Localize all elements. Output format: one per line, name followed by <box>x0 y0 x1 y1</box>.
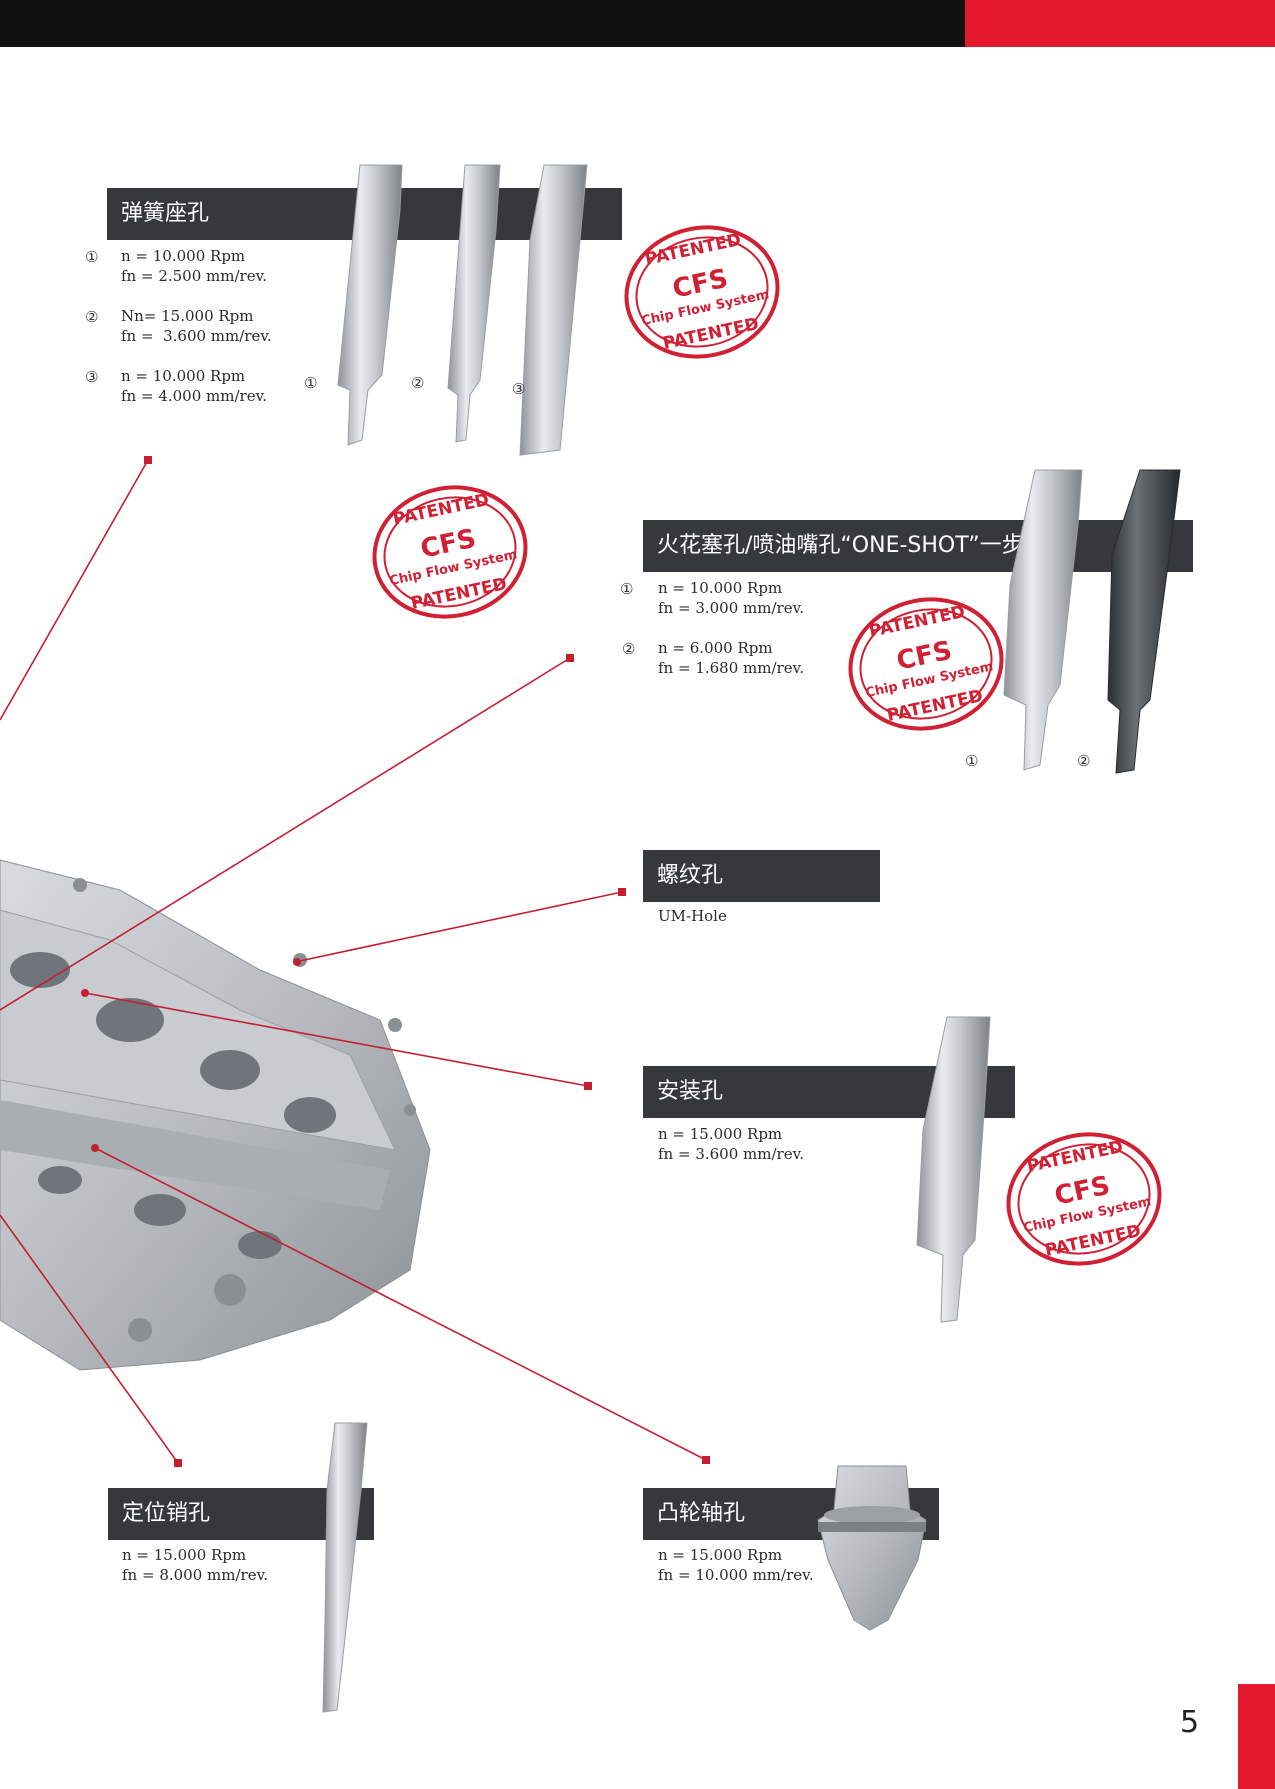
index-marker: ① <box>620 580 634 598</box>
index-marker: ② <box>622 640 636 658</box>
thread-hole-subtitle: UM-Hole <box>658 907 727 925</box>
corner-accent <box>1238 1684 1275 1789</box>
section-title: 火花塞孔/喷油嘴孔“ONE-SHOT”一步加工 <box>657 533 1068 558</box>
index-marker: ③ <box>85 368 99 386</box>
spec-line: fn = 2.500 mm/rev. <box>121 267 268 285</box>
index-marker: ② <box>85 308 99 326</box>
section-title: 凸轮轴孔 <box>657 1501 746 1526</box>
spec-line: n = 15.000 Rpm <box>658 1546 783 1564</box>
index-marker: ① <box>85 248 99 266</box>
page-number: 5 <box>1180 1705 1200 1740</box>
spec-line: fn = 3.600 mm/rev. <box>658 1145 805 1163</box>
section-title: 安装孔 <box>657 1079 724 1104</box>
cylinder-head-image <box>0 859 431 1371</box>
top-bar-red <box>965 0 1275 47</box>
camshaft-hole-tool-image <box>817 1465 927 1631</box>
patented-stamp: PATENTED CFS Chip Flow System PATENTED <box>1006 1132 1162 1266</box>
tool-label: ① <box>304 374 318 392</box>
spark-plug-tools-image <box>1003 469 1181 774</box>
spec-line: Nn= 15.000 Rpm <box>121 307 254 325</box>
spec-line: fn = 3.600 mm/rev. <box>121 327 272 345</box>
stamp-text: PATENTED <box>391 490 491 530</box>
section-title: 螺纹孔 <box>657 863 724 888</box>
spec-line: n = 10.000 Rpm <box>658 579 783 597</box>
section-title: 定位销孔 <box>122 1501 211 1526</box>
patented-stamp: PATENTED CFS Chip Flow System PATENTED <box>624 225 780 359</box>
spec-line: n = 6.000 Rpm <box>658 639 773 657</box>
spec-line: n = 10.000 Rpm <box>121 367 246 385</box>
patented-stamp: PATENTED CFS Chip Flow System PATENTED <box>372 485 528 619</box>
tool-label: ② <box>1077 752 1091 770</box>
spec-line: fn = 4.000 mm/rev. <box>121 387 268 405</box>
spec-line: fn = 8.000 mm/rev. <box>122 1566 269 1584</box>
section-title: 弹簧座孔 <box>121 201 210 226</box>
mounting-hole-tool-image <box>916 1016 991 1323</box>
dowel-hole-tool-image <box>322 1422 368 1713</box>
spec-line: fn = 10.000 mm/rev. <box>658 1566 814 1584</box>
stamp-text: PATENTED <box>643 230 743 270</box>
section-header-spark-plug: 火花塞孔/喷油嘴孔“ONE-SHOT”一步加工 <box>643 520 1193 572</box>
spring-seat-tools-image <box>337 164 588 456</box>
spec-line: n = 10.000 Rpm <box>121 247 246 265</box>
tool-label: ② <box>411 374 425 392</box>
spec-line: fn = 1.680 mm/rev. <box>658 659 805 677</box>
top-bar-black <box>0 0 965 47</box>
section-header-thread-hole: 螺纹孔 <box>643 850 880 902</box>
spec-line: fn = 3.000 mm/rev. <box>658 599 805 617</box>
spec-line: n = 15.000 Rpm <box>122 1546 247 1564</box>
patented-stamp: PATENTED CFS Chip Flow System PATENTED <box>848 597 1004 731</box>
stamp-text: PATENTED <box>1025 1137 1125 1177</box>
spec-line: n = 15.000 Rpm <box>658 1125 783 1143</box>
tool-label: ③ <box>512 380 526 398</box>
tool-label: ① <box>965 752 979 770</box>
